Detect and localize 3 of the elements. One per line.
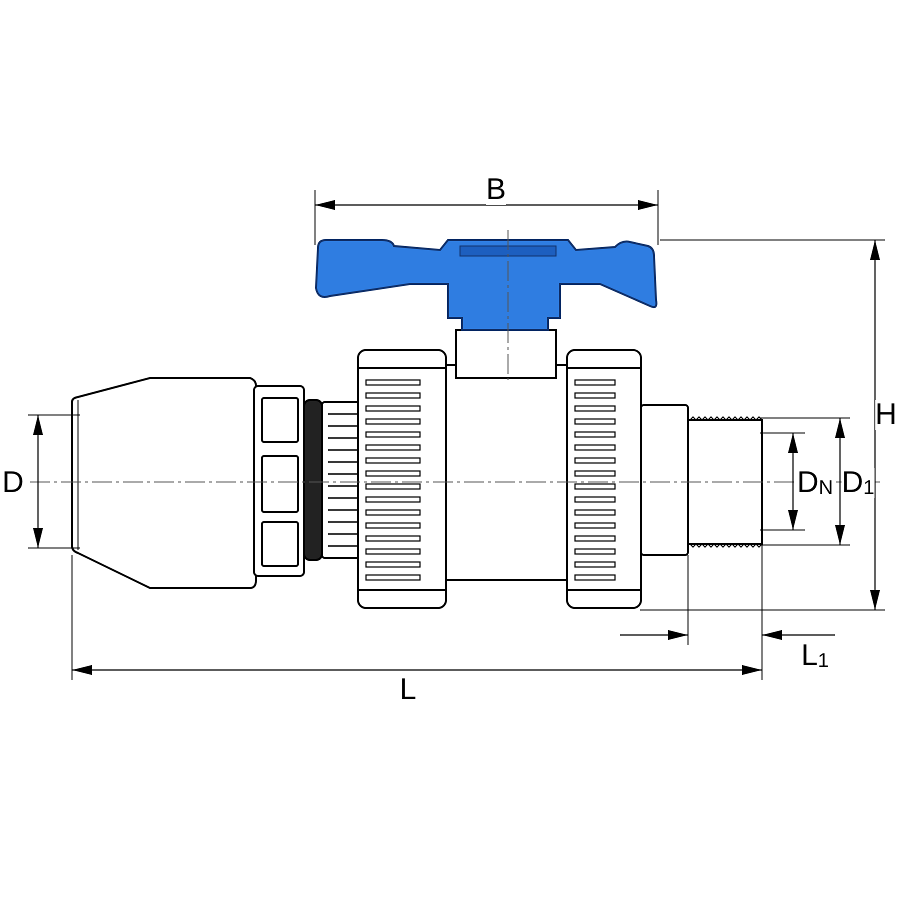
- dimension-label: D$_{1}$: [842, 468, 874, 498]
- dimension-label: H: [875, 400, 897, 430]
- dimension-label: B: [486, 175, 506, 205]
